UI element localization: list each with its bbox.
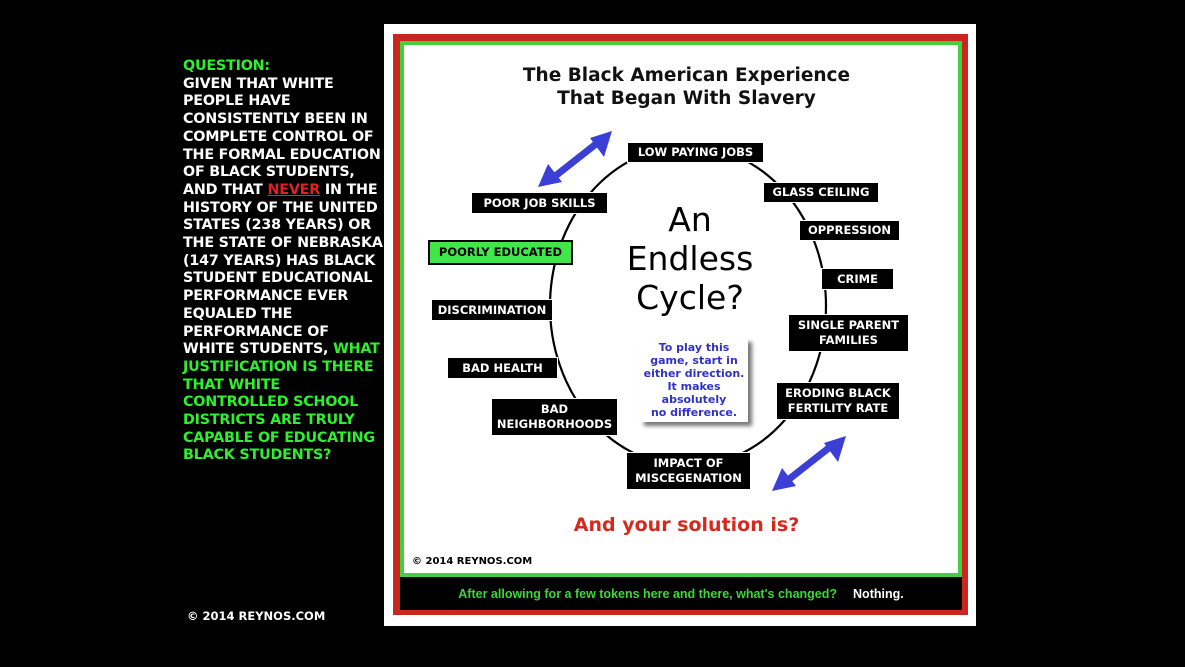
node-label: CRIME [837, 271, 878, 286]
node-low-paying-jobs: LOW PAYING JOBS [627, 142, 764, 163]
node-label: POORLY EDUCATED [438, 245, 563, 259]
title-line-1: The Black American Experience [522, 65, 851, 86]
node-label: SINGLE PARENT [797, 318, 900, 332]
node-discrimination: DISCRIMINATION [431, 299, 553, 321]
node-label: LOW PAYING JOBS [637, 145, 754, 159]
never-word: NEVER [267, 181, 321, 198]
question-label: QUESTION: [183, 58, 270, 74]
note-line: absolutely [661, 393, 727, 406]
node-glass-ceiling: GLASS CEILING [763, 182, 879, 203]
node-impact-miscegenation: IMPACT OF MISCEGENATION [626, 452, 751, 490]
diagram-copyright: © 2014 REYNOS.COM [412, 556, 533, 567]
node-label: GLASS CEILING [772, 185, 870, 199]
node-label: ERODING BLACK [785, 386, 891, 400]
bottom-question: After allowing for a few tokens here and… [458, 586, 838, 601]
node-label: BAD HEALTH [462, 360, 543, 375]
node-eroding-fertility: ERODING BLACK FERTILITY RATE [776, 382, 900, 420]
node-label: FERTILITY RATE [787, 401, 889, 415]
node-label: MISCEGENATION [635, 471, 742, 485]
node-bad-health: BAD HEALTH [447, 357, 558, 379]
node-crime: CRIME [821, 268, 894, 290]
diagram-title: The Black American Experience That Began… [404, 64, 969, 110]
node-label: BAD [540, 402, 569, 416]
node-label: FAMILIES [819, 333, 878, 347]
node-label: DISCRIMINATION [437, 302, 547, 317]
note-line: game, start in [650, 354, 738, 367]
node-label: NEIGHBORHOODS [496, 417, 613, 431]
question-body-2: IN THE HISTORY OF THE UNITED STATES (238… [183, 181, 383, 358]
center-line: Endless [626, 239, 754, 278]
instructions-note: To play this game, start in either direc… [640, 338, 748, 422]
solution-question: And your solution is? [573, 514, 800, 536]
center-line: Cycle? [636, 278, 744, 317]
left-copyright: © 2014 REYNOS.COM [187, 609, 326, 623]
note-line: either direction. [643, 367, 745, 380]
center-question: An Endless Cycle? [600, 200, 780, 317]
bottom-bar: After allowing for a few tokens here and… [400, 577, 962, 610]
node-poorly-educated: POORLY EDUCATED [428, 240, 573, 265]
center-line: An [668, 200, 712, 239]
note-line: To play this [658, 341, 730, 354]
node-label: OPPRESSION [807, 223, 892, 237]
title-line-2: That Began With Slavery [557, 88, 816, 109]
node-poor-job-skills: POOR JOB SKILLS [471, 192, 608, 214]
node-bad-neighborhoods: BAD NEIGHBORHOODS [491, 398, 618, 436]
bottom-answer: Nothing. [853, 586, 904, 601]
node-label: IMPACT OF [653, 456, 724, 470]
node-oppression: OPPRESSION [799, 220, 900, 241]
node-single-parent-families: SINGLE PARENT FAMILIES [788, 314, 909, 352]
question-body-1: GIVEN THAT WHITE PEOPLE HAVE CONSISTENTL… [183, 75, 381, 198]
question-body-3: WHAT JUSTIFICATION IS THERE THAT WHITE C… [183, 341, 380, 464]
note-line: no difference. [650, 406, 738, 419]
node-label: POOR JOB SKILLS [483, 195, 596, 210]
question-text: QUESTION: GIVEN THAT WHITE PEOPLE HAVE C… [183, 58, 383, 465]
note-line: It makes [667, 380, 721, 393]
